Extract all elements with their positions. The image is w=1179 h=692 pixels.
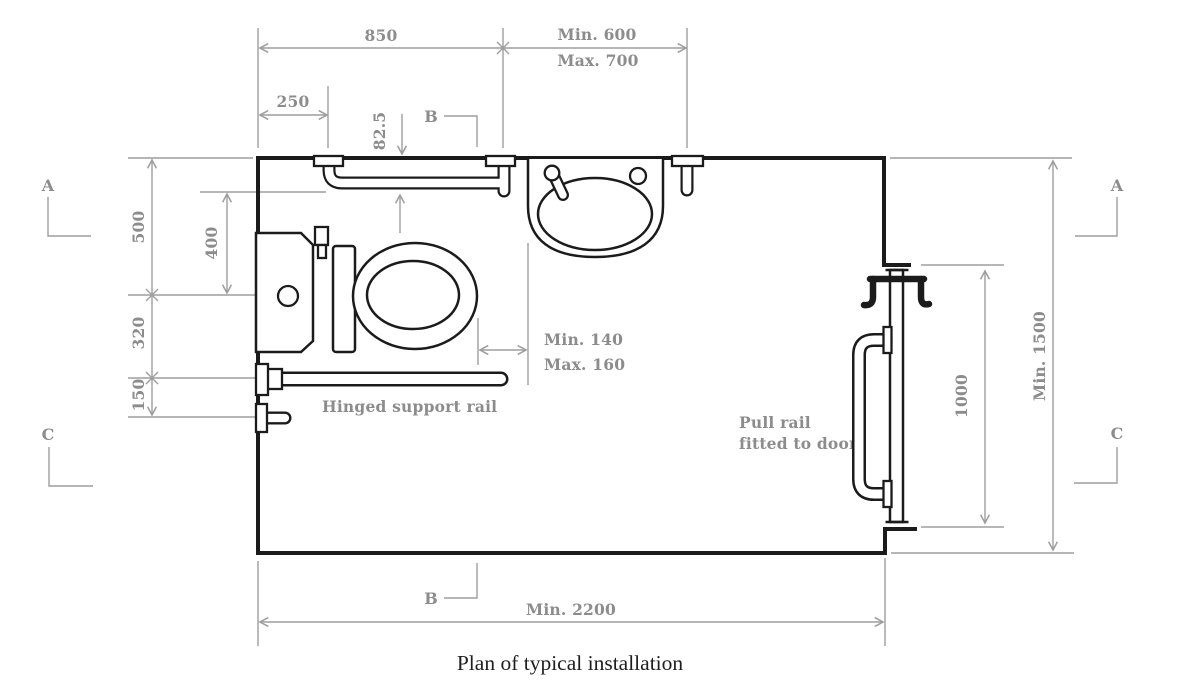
dim-400: 400: [202, 227, 221, 260]
fixtures: [254, 154, 933, 524]
washbasin: [526, 159, 665, 259]
dim-850: 850: [365, 26, 398, 45]
toilet-roll-holder: [254, 402, 292, 434]
coat-hook-icon: [860, 275, 933, 309]
pull-rail-plate-bottom: [882, 479, 893, 509]
dim-max160: Max. 160: [544, 355, 625, 374]
diagram-title: Plan of typical installation: [457, 651, 684, 675]
extension-lines: [128, 28, 1074, 646]
grab-rail-bracket-left: [312, 154, 345, 168]
toilet-bowl-inner: [365, 259, 461, 331]
dim-min600: Min. 600: [557, 25, 636, 44]
chain-tick: [145, 288, 159, 302]
toilet: [254, 225, 479, 354]
hinged-rail-wall-plate: [254, 362, 270, 397]
label-pull-rail-line2: fitted to door: [739, 434, 858, 453]
dim-min140: Min. 140: [544, 330, 623, 349]
toilet-seat-hinge: [331, 244, 357, 354]
roll-holder-wall-plate: [254, 402, 269, 434]
dim-250: 250: [277, 92, 310, 111]
room-walls: [256, 156, 917, 555]
section-marker-a-right: A: [1110, 176, 1124, 195]
door-pull-rail: [852, 325, 893, 509]
section-marker-brackets: [47, 115, 1118, 599]
grab-rail-basin-bracket: [670, 154, 705, 168]
dim-1000: 1000: [952, 374, 971, 418]
label-hinged-support-rail: Hinged support rail: [322, 397, 497, 416]
dim-500: 500: [129, 211, 148, 244]
chain-tick: [496, 41, 510, 55]
grab-rail-bracket-right: [484, 154, 517, 168]
basin-tap-hole: [628, 166, 648, 186]
pull-rail-plate-top: [882, 325, 893, 355]
toilet-flush-lever-stem: [316, 243, 328, 260]
grab-rail-basin-side: [670, 154, 705, 197]
toilet-flush-lever: [313, 225, 330, 247]
chain-tick: [145, 371, 159, 385]
dim-82-5: 82.5: [370, 112, 389, 151]
dim-320: 320: [129, 317, 148, 350]
section-marker-a-left: A: [41, 176, 55, 195]
dimension-annotations: 850 Min. 600 Max. 700 250 82.5 500 400 3…: [41, 25, 1124, 646]
toilet-flush-button: [276, 284, 300, 308]
section-marker-b-top: B: [424, 107, 438, 126]
section-marker-c-right: C: [1111, 424, 1124, 443]
dim-max700: Max. 700: [557, 51, 638, 70]
dim-min1500: Min. 1500: [1030, 311, 1049, 401]
grab-rail-top-wall: [312, 154, 517, 198]
hinged-support-rail: [254, 362, 509, 397]
dim-150: 150: [129, 379, 148, 412]
dim-min2200: Min. 2200: [526, 600, 616, 619]
label-pull-rail-line1: Pull rail: [739, 413, 811, 432]
section-marker-c-left: C: [42, 425, 55, 444]
door: [852, 268, 933, 524]
section-marker-b-bottom: B: [424, 589, 438, 608]
wall-outline: [256, 156, 917, 555]
basin-tap-base: [543, 164, 561, 182]
dimension-lines: [145, 41, 1059, 628]
